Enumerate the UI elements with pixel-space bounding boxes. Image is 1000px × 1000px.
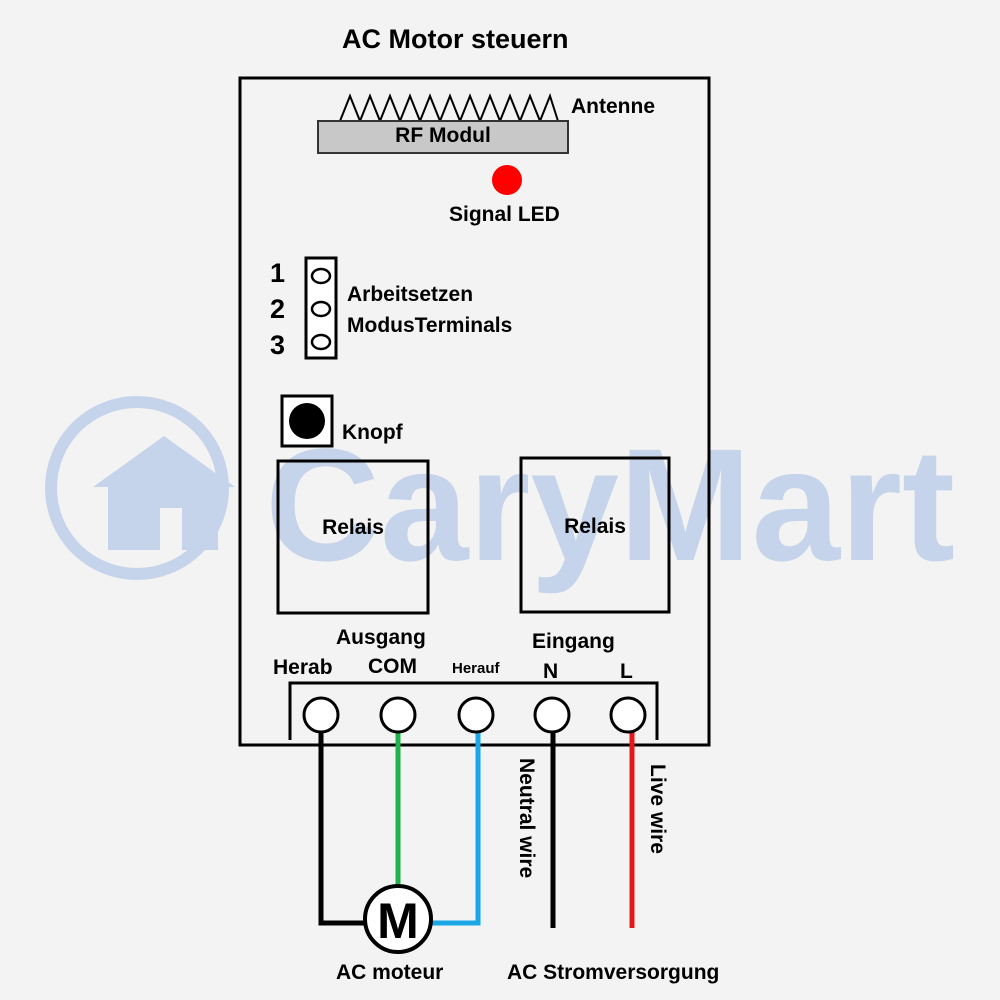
signal-led	[492, 165, 522, 195]
motor-symbol-letter: M	[377, 893, 419, 949]
rf-module-board	[317, 120, 569, 154]
output-group-label: Ausgang	[336, 626, 426, 649]
push-button	[280, 394, 334, 448]
diagram-title: AC Motor steuern	[342, 24, 569, 54]
terminal-label-herab: Herab	[273, 656, 333, 679]
jumper-label-line1: Arbeitsetzen	[347, 283, 474, 306]
live-wire-label: Live wire	[646, 764, 669, 854]
terminal-herab	[302, 696, 340, 734]
power-supply-label: AC Stromversorgung	[507, 961, 720, 984]
motor-label: AC moteur	[336, 961, 444, 984]
neutral-wire-label: Neutral wire	[515, 758, 538, 878]
terminal-l	[609, 696, 647, 734]
terminal-label-l: L	[620, 660, 633, 683]
jumper-pin-number-3: 3	[270, 330, 286, 360]
relay-right	[519, 456, 671, 614]
jumper-pin	[310, 300, 332, 318]
watermark-logo-icon	[45, 396, 235, 580]
receiver-board	[238, 76, 711, 747]
jumper-pin-number-1: 1	[270, 258, 286, 288]
motor-symbol	[363, 884, 433, 954]
terminal-n	[533, 696, 571, 734]
wire-herab	[318, 730, 374, 926]
antenna-label: Antenne	[571, 95, 655, 118]
jumper-label-line2: ModusTerminals	[347, 314, 513, 337]
antenna-coil	[339, 93, 559, 124]
watermark-text: CaryMart	[265, 415, 955, 594]
terminal-com	[379, 696, 417, 734]
jumper-pin-number-2: 2	[270, 294, 286, 324]
input-group-label: Eingang	[532, 630, 615, 653]
jumper-block	[304, 256, 338, 360]
relay-left-label: Relais	[322, 516, 384, 539]
relay-left	[276, 459, 430, 615]
terminal-herauf	[457, 696, 495, 734]
button-label: Knopf	[342, 421, 403, 444]
terminal-label-herauf: Herauf	[452, 660, 500, 677]
rf-module-label: RF Modul	[395, 124, 491, 147]
jumper-pin	[310, 267, 332, 285]
jumper-pin	[310, 333, 332, 351]
terminal-label-com: COM	[368, 655, 417, 678]
wire-herauf	[423, 730, 481, 926]
terminal-label-n: N	[543, 660, 559, 683]
terminal-block	[288, 681, 659, 740]
relay-right-label: Relais	[564, 515, 626, 538]
signal-led-label: Signal LED	[449, 203, 560, 226]
